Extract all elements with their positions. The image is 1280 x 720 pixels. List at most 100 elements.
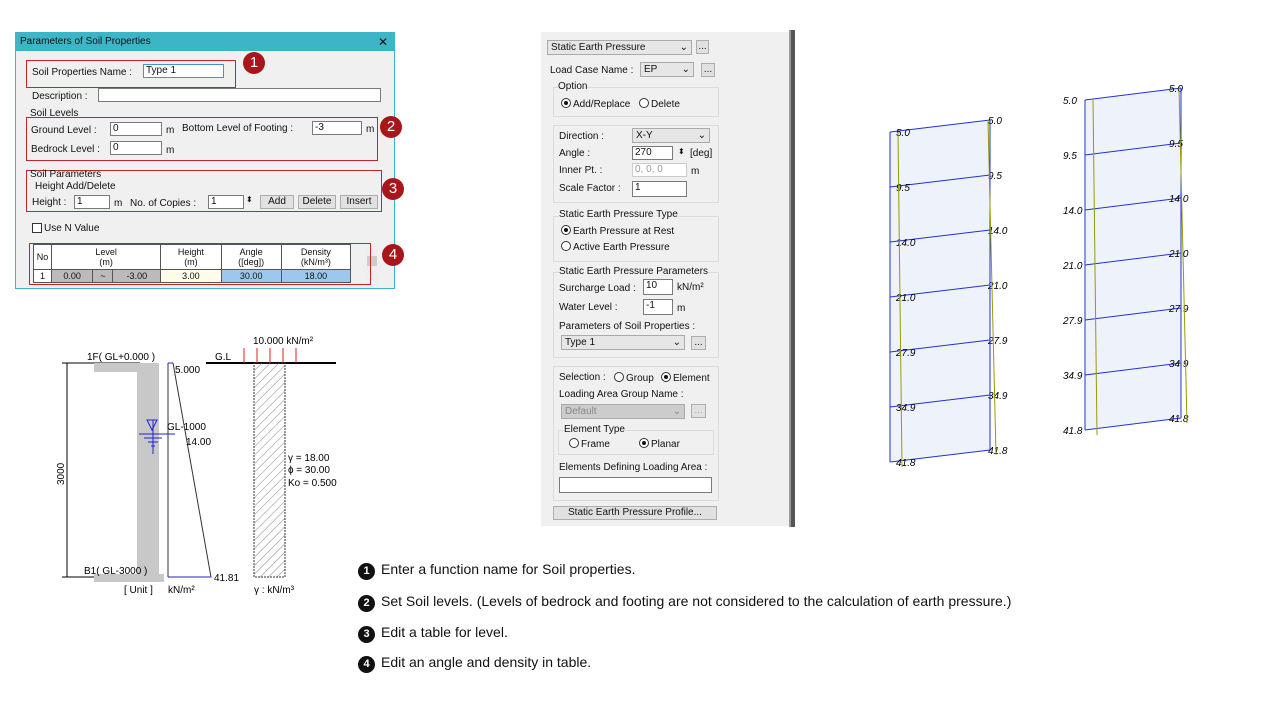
active-label: Active Earth Pressure [573, 242, 670, 253]
delete-radio[interactable]: Delete [639, 98, 680, 110]
description-input[interactable] [98, 88, 381, 102]
element-edge [1084, 87, 1182, 101]
pressure-label: 34.9 [1063, 371, 1083, 382]
soil-levels-heading: Soil Levels [30, 108, 79, 119]
angle-input[interactable]: 270 [632, 146, 673, 160]
element-edge [889, 339, 991, 353]
water-level-label: Water Level : [559, 302, 618, 313]
footing-label: Bottom Level of Footing : [182, 123, 294, 134]
phi-label: ɸ = 30.00 [288, 465, 330, 476]
water-level-input[interactable]: -1 [643, 299, 673, 315]
unit-label: [ Unit ] [124, 585, 153, 596]
highlight-2 [26, 117, 378, 161]
element-type-group [558, 430, 714, 455]
badge-4: 4 [382, 244, 404, 266]
panel-splitter[interactable] [789, 30, 795, 527]
cell-height[interactable]: 3.00 [160, 269, 222, 283]
pressure-top: 5.000 [175, 365, 200, 376]
description-label: Description : [32, 91, 88, 102]
pressure-label: 21.0 [987, 281, 1008, 292]
area-group-value: Default [565, 406, 597, 417]
scale-label: Scale Factor : [559, 183, 621, 194]
load-type-more-button[interactable]: ... [696, 40, 709, 54]
selection-label: Selection : [559, 372, 606, 383]
table-scrollbar[interactable] [367, 244, 377, 288]
active-radio[interactable]: Active Earth Pressure [561, 241, 670, 253]
height-input[interactable]: 1 [74, 195, 110, 209]
soil-props-value: Type 1 [565, 337, 596, 348]
load-case-select[interactable]: EP⌄ [640, 62, 694, 77]
bottom-level-label: B1( GL-3000 ) [84, 566, 147, 577]
elements-input[interactable] [559, 477, 712, 493]
pressure-label: 34.9 [988, 391, 1008, 402]
close-icon[interactable]: ✕ [377, 35, 388, 49]
inner-pt-input[interactable]: 0, 0, 0 [632, 163, 687, 177]
direction-label: Direction : [559, 131, 605, 142]
gamma-unit-label: γ : kN/m³ [254, 585, 295, 596]
element-radio[interactable]: Element [661, 372, 710, 384]
frame-radio[interactable]: Frame [569, 438, 610, 450]
add-replace-label: Add/Replace [573, 99, 631, 110]
pressure-label: 14.0 [896, 238, 916, 249]
height-label: Height : [32, 197, 67, 208]
copies-label: No. of Copies : [130, 198, 197, 209]
step-number: 1 [358, 563, 375, 580]
cell-density[interactable]: 18.00 [280, 269, 352, 283]
unit-m: m [677, 303, 686, 314]
soil-properties-dialog: Parameters of Soil Properties ✕ Soil Pro… [15, 32, 395, 289]
insert-button[interactable]: Insert [340, 195, 378, 209]
bedrock-input[interactable]: 0 [110, 141, 162, 155]
instruction-text: Edit an angle and density in table. [381, 654, 592, 670]
load-type-select[interactable]: Static Earth Pressure⌄ [547, 40, 692, 55]
soil-name-input[interactable]: Type 1 [143, 64, 224, 78]
cell-angle[interactable]: 30.00 [220, 269, 282, 283]
static-earth-pressure-panel: Static Earth Pressure⌄ ... Load Case Nam… [541, 32, 791, 526]
unit-kn-label: kN/m² [168, 585, 195, 596]
rest-radio[interactable]: Earth Pressure at Rest [561, 225, 674, 237]
load-case-more-button[interactable]: ... [701, 63, 715, 77]
element-type-heading: Element Type [564, 424, 625, 435]
add-button[interactable]: Add [260, 195, 294, 209]
ground-level-input[interactable]: 0 [110, 122, 162, 136]
use-n-checkbox[interactable] [32, 223, 42, 233]
params-heading: Static Earth Pressure Parameters [559, 266, 708, 277]
highlight-1 [26, 60, 236, 88]
load-type-value: Static Earth Pressure [551, 42, 646, 53]
unit-label: m [366, 124, 375, 135]
area-group-more-button[interactable]: ... [691, 404, 706, 418]
earth-pressure-diagram: 1F( GL+0.000 ) B1( GL-3000 ) 3000 5.000 … [56, 336, 337, 596]
element-edge [1084, 252, 1182, 266]
profile-button[interactable]: Static Earth Pressure Profile... [553, 506, 717, 520]
pressure-label: 27.9 [1168, 304, 1189, 315]
pressure-label: 27.9 [1062, 316, 1083, 327]
use-n-label: Use N Value [44, 223, 100, 234]
step-number: 2 [358, 595, 375, 612]
height-add-heading: Height Add/Delete [35, 181, 116, 192]
selection-group [553, 366, 719, 501]
soil-props-select[interactable]: Type 1⌄ [561, 335, 685, 350]
soil-props-more-button[interactable]: ... [691, 336, 706, 350]
copies-input[interactable]: 1 [208, 195, 244, 209]
planar-radio[interactable]: Planar [639, 438, 680, 450]
scale-input[interactable]: 1 [632, 181, 687, 197]
spinner-icon[interactable]: ⬍ [246, 195, 253, 204]
pressure-line [897, 131, 903, 468]
group-radio[interactable]: Group [614, 372, 654, 384]
footing-input[interactable]: -3 [312, 121, 362, 135]
element-edge [1084, 142, 1182, 156]
water-level-label: GL-1000 [167, 422, 206, 433]
unit-label: m [114, 198, 123, 209]
angle-spinner-icon[interactable]: ⬍ [678, 147, 685, 156]
cell-level-from: 0.00 [50, 269, 94, 283]
direction-select[interactable]: X-Y⌄ [632, 128, 710, 143]
area-group-select[interactable]: Default⌄ [561, 404, 685, 419]
pressure-label: 34.9 [1169, 359, 1189, 370]
element-edge [889, 174, 991, 188]
delete-button[interactable]: Delete [298, 195, 336, 209]
add-replace-radio[interactable]: Add/Replace [561, 98, 630, 110]
pressure-label: 41.8 [1169, 414, 1189, 425]
surcharge-input[interactable]: 10 [643, 279, 673, 295]
